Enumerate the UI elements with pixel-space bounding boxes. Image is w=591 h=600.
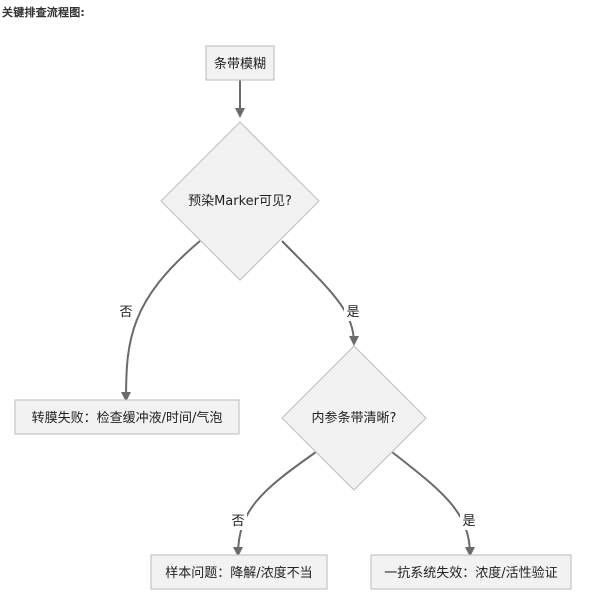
edge-label-yes-1: 是 [344,303,362,321]
node-result-transfer: 转膜失败：检查缓冲液/时间/气泡 [14,399,240,435]
node-question-marker: 预染Marker可见? [160,121,320,281]
svg-text:内参条带清晰?: 内参条带清晰? [312,410,397,426]
node-start: 条带模糊 [205,45,275,81]
svg-text:是: 是 [346,305,359,320]
svg-text:是: 是 [462,514,475,529]
page-title: 关键排查流程图: [2,6,85,19]
svg-text:否: 否 [119,305,132,320]
edge-marker-yes [281,240,359,346]
svg-text:条带模糊: 条带模糊 [214,56,266,72]
svg-text:预染Marker可见?: 预染Marker可见? [188,194,292,209]
node-question-internal: 内参条带清晰? [281,345,427,491]
edge-internal-no [233,451,317,557]
edge-marker-no [121,240,201,402]
edge-internal-yes [391,451,475,557]
node-result-antibody: 一抗系统失效：浓度/活性验证 [370,554,572,590]
svg-text:转膜失败：检查缓冲液/时间/气泡: 转膜失败：检查缓冲液/时间/气泡 [32,410,223,426]
edge-label-yes-2: 是 [460,512,478,530]
svg-text:样本问题：降解/浓度不当: 样本问题：降解/浓度不当 [165,565,312,581]
svg-text:否: 否 [231,514,244,529]
edge-label-no-1: 否 [117,303,135,321]
edge-label-no-2: 否 [229,512,247,530]
svg-text:一抗系统失效：浓度/活性验证: 一抗系统失效：浓度/活性验证 [384,565,557,581]
node-result-sample: 样本问题：降解/浓度不当 [150,554,328,590]
